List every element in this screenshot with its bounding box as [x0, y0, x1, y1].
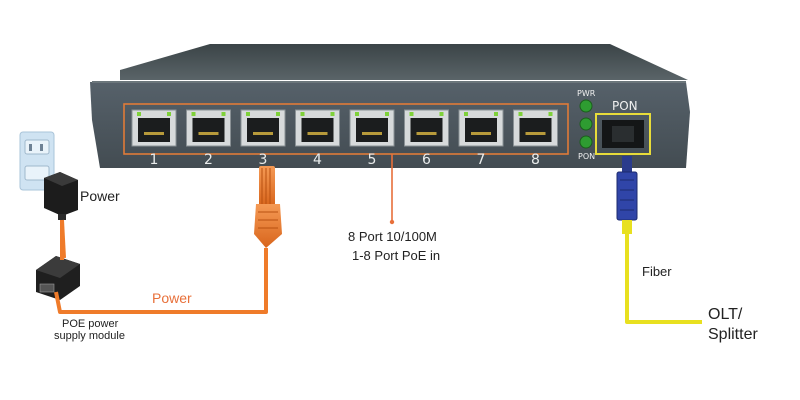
switch-device: [90, 44, 690, 168]
ethernet-port-1[interactable]: [131, 109, 177, 147]
poe-module-label-line1: POE power: [62, 318, 119, 330]
ethernet-port-6[interactable]: [404, 109, 449, 147]
pon-port-label: PON: [612, 99, 638, 113]
ethernet-port-5[interactable]: [349, 109, 395, 147]
port-number-4: 4: [313, 152, 322, 168]
port-number-1: 1: [149, 152, 159, 168]
switch-top-face: [120, 44, 688, 80]
ethernet-port-4[interactable]: [295, 109, 340, 147]
port-number-8: 8: [531, 152, 540, 168]
ports-description-line1: 8 Port 10/100M: [348, 229, 437, 244]
ethernet-port-8[interactable]: [513, 109, 558, 147]
power-cable-label: Power: [152, 290, 192, 306]
ports-description-line2: 1-8 Port PoE in: [352, 248, 441, 263]
poe-module-label-line2: supply module: [54, 330, 125, 342]
power-adapter-label: Power: [80, 188, 120, 204]
olt-label-line1: OLT/: [708, 306, 743, 323]
olt-label-line2: Splitter: [708, 326, 758, 343]
port-number-2: 2: [204, 152, 213, 168]
rj45-connector: [254, 166, 282, 248]
pon-led: [579, 135, 593, 149]
ethernet-ports: [131, 109, 558, 147]
ethernet-ports-outline: [123, 103, 569, 155]
port-number-7: 7: [476, 152, 486, 168]
port-number-5: 5: [367, 152, 377, 168]
pwr-led: [579, 99, 593, 113]
status-leds: [579, 99, 593, 149]
fiber-label: Fiber: [642, 264, 672, 279]
pwr-led-label: PWR: [577, 89, 596, 98]
ethernet-port-7[interactable]: [458, 109, 504, 147]
fiber-connector: [616, 156, 638, 234]
wall-outlet: [19, 131, 55, 191]
pon-led-label: PON: [578, 152, 596, 161]
ethernet-port-3[interactable]: [240, 109, 286, 147]
fiber-cable: [625, 234, 702, 324]
poe-power-module: [36, 256, 80, 300]
ethernet-port-2[interactable]: [186, 109, 231, 147]
port-number-6: 6: [422, 152, 431, 168]
pon-port-outline: [595, 113, 651, 155]
port-number-3: 3: [258, 152, 268, 168]
link-led: [579, 117, 593, 131]
power-adapter: [44, 172, 78, 220]
